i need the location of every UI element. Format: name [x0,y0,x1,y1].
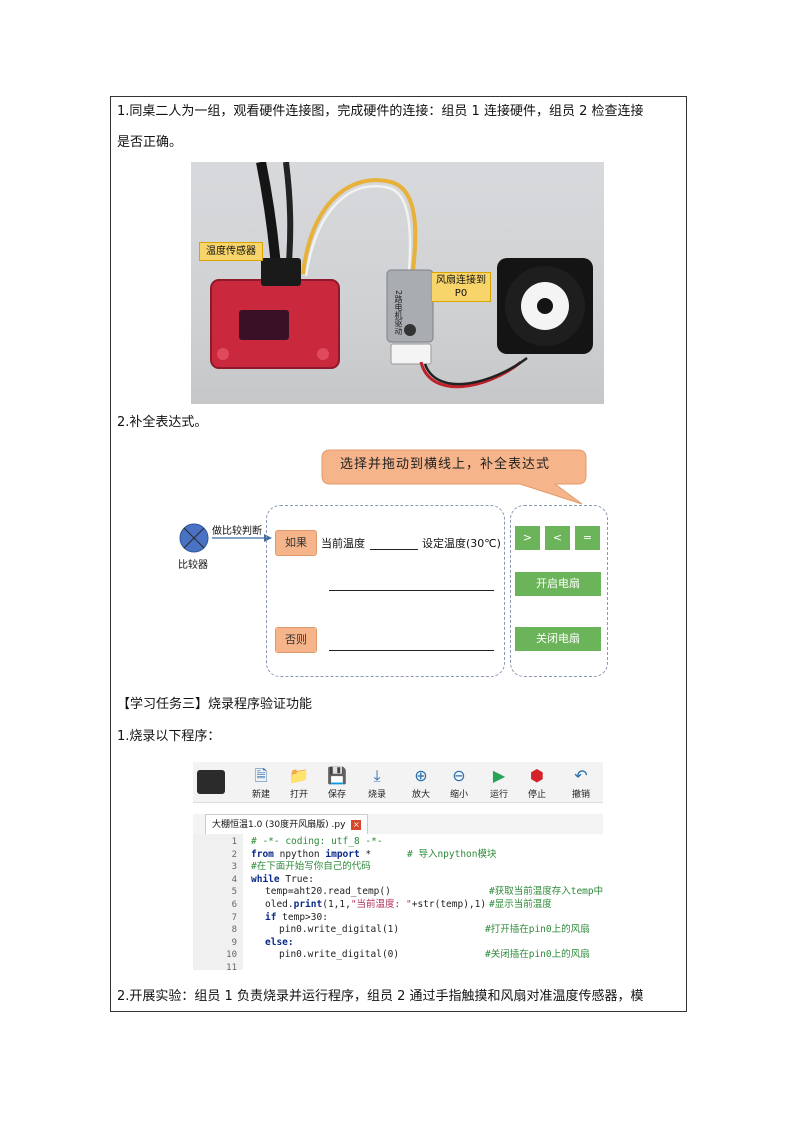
play-icon: ▶ [492,766,506,785]
zoom-in-icon: ⊕ [414,766,428,785]
line-number: 3 [231,862,237,873]
option-less-than[interactable]: < [545,526,570,550]
ide-tabbar: 大棚恒温1.0 (30度开风扇版) .py × [193,814,603,835]
code-line-9: else: [265,936,294,948]
step3-title: 1.烧录以下程序： [117,729,221,744]
option-fan-on[interactable]: 开启电扇 [515,572,601,596]
comparator-graphic [179,523,272,553]
board-icon [197,770,225,794]
ide-toolbar: 🗎新建 📁打开 💾保存 ⤓烧录 ⊕放大 ⊖缩小 ▶运行 ⬢停止 ↶撤销 [193,762,603,803]
line-number: 9 [231,937,237,948]
arrow-label: 做比较判断 [212,526,262,537]
fan-callout-line1: 风扇连接到 [436,275,486,286]
option-equal[interactable]: = [575,526,600,550]
options-box [510,505,608,677]
line-number: 10 [226,950,237,961]
code-line-5: temp=aht20.read_temp() [265,886,391,898]
stop-button[interactable]: ⬢停止 [519,765,555,800]
code-line-7: if temp>30: [265,911,328,923]
code-comment-6: #显示当前温度 [489,899,552,910]
step1-line1: 1.同桌二人为一组，观看硬件连接图，完成硬件的连接：组员 1 连接硬件，组员 2… [117,104,644,119]
task3-heading: 【学习任务三】烧录程序验证功能 [117,697,313,712]
save-icon: 💾 [327,766,347,785]
flash-button[interactable]: ⤓烧录 [359,765,395,800]
module-label: 2路电机驱动 [394,290,403,336]
folder-icon: 📁 [289,766,309,785]
new-file-icon: 🗎 [254,766,268,785]
line-number: 11 [226,963,237,970]
content-frame [110,96,687,1012]
line-number: 7 [231,912,237,923]
step4-text: 2.开展实验：组员 1 负责烧录并运行程序，组员 2 通过手指触摸和风扇对准温度… [117,989,644,1004]
option-fan-off[interactable]: 关闭电扇 [515,627,601,651]
sensor-callout: 温度传感器 [199,242,263,261]
code-comment-5: #获取当前温度存入temp中 [489,886,603,898]
zoom-out-icon: ⊖ [452,766,466,785]
fan-callout-line2: P0 [454,288,468,299]
undo-button[interactable]: ↶撤销 [563,765,599,800]
line-number: 2 [231,849,237,860]
step2-title: 2.补全表达式。 [117,415,208,430]
code-comment-10: #关闭插在pin0上的风扇 [485,949,590,961]
instruction-text: 选择并拖动到横线上，补全表达式 [340,457,551,472]
step1-line2: 是否正确。 [117,135,183,150]
file-tab-title: 大棚恒温1.0 (30度开风扇版) .py [212,820,346,830]
code-editor[interactable]: 1 2 3 4 5 6 7 8 9 10 11 # -*- coding: ut… [193,834,603,970]
set-temp-label: 设定温度(30℃) [422,537,501,550]
instruction-bubble [321,449,587,505]
comparator-label: 比较器 [178,560,208,571]
line-gutter: 1 2 3 4 5 6 7 8 9 10 11 [193,834,243,970]
code-line-4: while True: [251,873,314,885]
option-greater-than[interactable]: > [515,526,540,550]
ide-screenshot: 🗎新建 📁打开 💾保存 ⤓烧录 ⊕放大 ⊖缩小 ▶运行 ⬢停止 ↶撤销 大棚恒温… [193,762,603,970]
code-line-10: pin0.write_digital(0) [279,949,400,961]
line-number: 6 [231,900,237,910]
code-comment-8: #打开插在pin0上的风扇 [485,924,590,936]
expression-box [266,505,505,677]
line-number: 8 [231,925,237,936]
current-temp-label: 当前温度 [321,537,365,550]
undo-icon: ↶ [574,766,588,785]
line-number: 1 [231,837,237,847]
code-line-2: from npython import * [251,848,372,860]
hardware-photo: 温度传感器 风扇连接到 P0 2路电机驱动 [191,162,604,404]
run-button[interactable]: ▶运行 [481,765,517,800]
zoom-out-button[interactable]: ⊖缩小 [441,765,477,800]
hardware-illustration [210,162,593,389]
save-button[interactable]: 💾保存 [319,765,355,800]
code-line-1: # -*- coding: utf_8 -*- [251,836,383,847]
download-icon: ⤓ [373,766,381,785]
code-comment-2: # 导入npython模块 [407,848,497,860]
line-number: 5 [231,887,237,898]
open-button[interactable]: 📁打开 [281,765,317,800]
else-label: 否则 [275,627,317,653]
line-number: 4 [231,874,237,885]
action-blank-if[interactable] [329,574,494,591]
new-button[interactable]: 🗎新建 [243,765,279,800]
if-label: 如果 [275,530,317,556]
stop-icon: ⬢ [530,766,544,785]
zoom-in-button[interactable]: ⊕放大 [403,765,439,800]
fan-callout: 风扇连接到 P0 [431,272,491,302]
action-blank-else[interactable] [329,634,494,651]
code-line-6: oled.print(1,1,"当前温度: "+str(temp),1) [265,899,487,910]
code-line-8: pin0.write_digital(1) [279,924,400,936]
close-tab-icon[interactable]: × [351,820,362,830]
operator-blank[interactable] [370,533,418,550]
code-line-3: #在下面开始写你自己的代码 [251,861,371,873]
file-tab[interactable]: 大棚恒温1.0 (30度开风扇版) .py × [205,814,369,835]
